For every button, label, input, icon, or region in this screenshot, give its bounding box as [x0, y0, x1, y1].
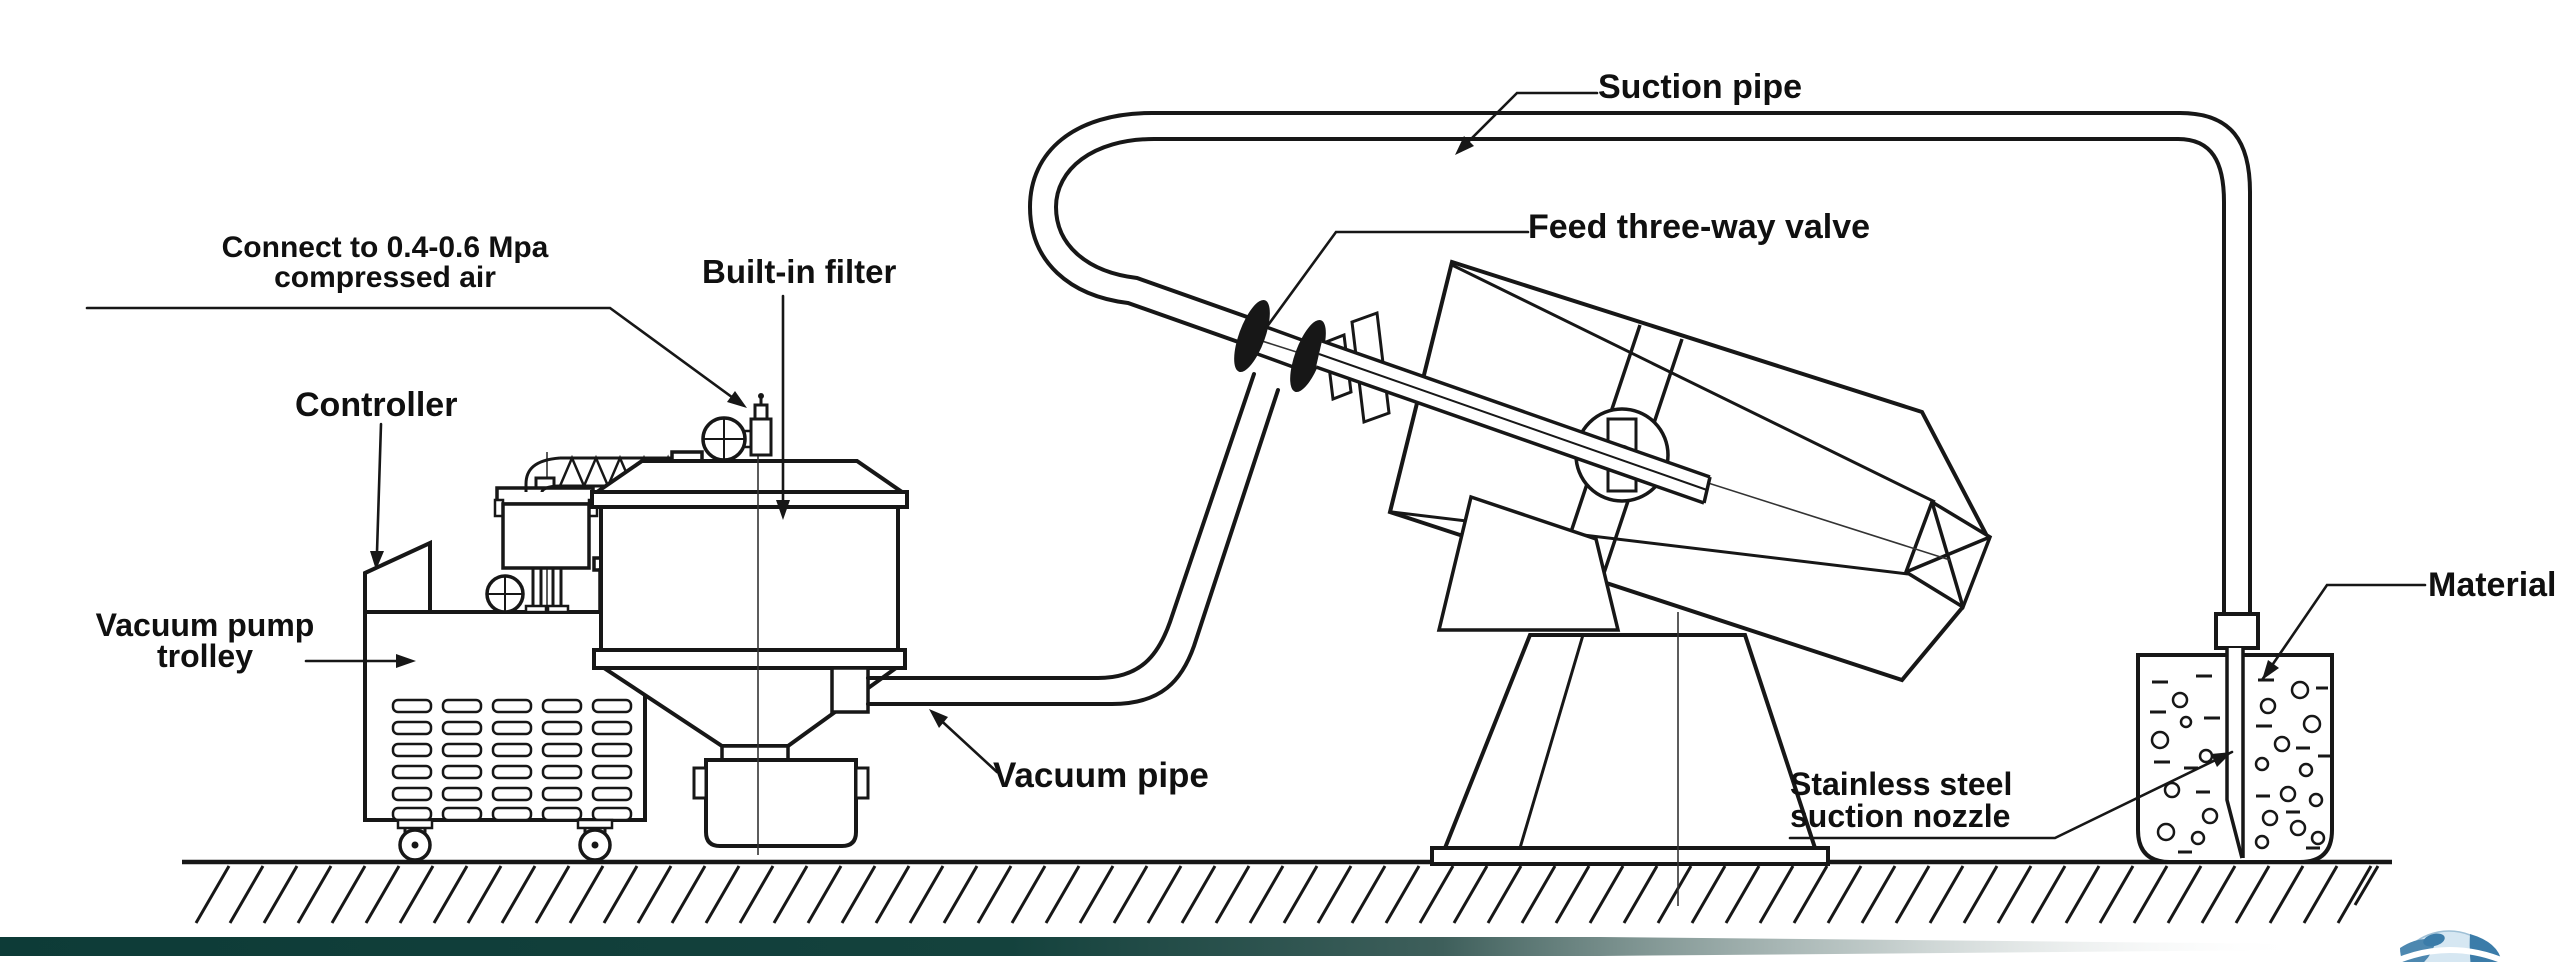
- feed-lance-inner-line: [1318, 353, 1708, 491]
- label-controller: Controller: [295, 386, 458, 424]
- suction-pipe-outer-right: [2178, 111, 2252, 616]
- suction-pipe: [1027, 111, 2260, 650]
- discharge-bucket: [704, 758, 858, 848]
- pipe-coupling: [2214, 612, 2260, 650]
- label-vacuum-pipe: Vacuum pipe: [993, 756, 1209, 795]
- receiver-lid-rim: [590, 490, 909, 509]
- receiver-hopper: [590, 393, 909, 855]
- vacuum-pipe-top-line: [866, 372, 1256, 680]
- tank-lid: [495, 486, 595, 506]
- material-granules: [2150, 680, 2326, 850]
- arrowhead-built-in-filter: [776, 500, 790, 520]
- receiver-neck: [720, 744, 790, 762]
- label-compressed-air-line2: compressed air: [274, 261, 496, 294]
- ground: [182, 859, 2392, 924]
- receiver-bottom-rim: [592, 648, 907, 670]
- label-suction-nozzle-line2: suction nozzle: [1790, 798, 2011, 834]
- leader-suction-pipe: [1460, 91, 1599, 150]
- caster-wheels: [396, 818, 614, 862]
- bottom-accent-bar: [0, 937, 2404, 956]
- arrowhead-material: [2262, 660, 2279, 680]
- stand-bracket: [1436, 494, 1621, 632]
- vacuum-pump-trolley: [363, 539, 647, 862]
- stand-base-plate: [1430, 846, 1830, 866]
- label-vacuum-pump-trolley-line1: Vacuum pump: [95, 607, 315, 643]
- pump-tank: [493, 450, 704, 614]
- receiver-body: [599, 505, 900, 652]
- pressure-gauge-trolley: [485, 574, 525, 614]
- tank-body: [501, 502, 591, 570]
- vacuum-pipe-cap: [830, 666, 870, 714]
- label-suction-nozzle-line1: Stainless steel: [1790, 766, 2013, 802]
- label-built-in-filter: Built-in filter: [702, 253, 897, 290]
- compressed-air-fitting: [749, 393, 773, 457]
- label-compressed-air-line1: Connect to 0.4-0.6 Mpa: [221, 231, 549, 264]
- feed-three-way-valve: [1234, 300, 1712, 505]
- globe-logo: [2392, 930, 2508, 962]
- bucket-handle-right: [854, 766, 870, 800]
- stand-inner-edge: [1518, 634, 1585, 849]
- suction-pipe-inner-left: [1053, 137, 2180, 320]
- label-compressed-air: Connect to 0.4-0.6 Mpa compressed air: [150, 233, 620, 293]
- pressure-gauge-receiver: [701, 416, 752, 462]
- arrowhead-compressed-air: [727, 391, 747, 408]
- leader-suction-nozzle: [1788, 750, 2234, 840]
- suction-nozzle-tube: [2225, 648, 2245, 859]
- label-feed-three-way-valve: Feed three-way valve: [1528, 208, 1871, 246]
- ground-hatch: [194, 865, 2380, 924]
- blender-stand: [1430, 494, 1830, 906]
- material-dashes: [2150, 674, 2330, 854]
- label-vacuum-pump-trolley-line2: trolley: [156, 638, 254, 674]
- arrowhead-trolley: [396, 654, 416, 668]
- arrowhead-vacuum-pipe: [929, 709, 948, 728]
- leader-feed-valve: [1264, 230, 1530, 330]
- leader-controller: [375, 422, 383, 554]
- label-material: Material: [2428, 566, 2557, 604]
- label-suction-nozzle: Stainless steel suction nozzle: [1790, 768, 2012, 832]
- arrowhead-controller: [370, 551, 384, 570]
- leader-compressed-air: [85, 306, 742, 405]
- valve-flange-2: [1290, 320, 1326, 392]
- leader-lines: [85, 91, 2427, 840]
- label-suction-pipe: Suction pipe: [1598, 68, 1802, 106]
- suction-pipe-inner-right: [2176, 137, 2226, 616]
- leader-material: [2260, 583, 2427, 682]
- arrowhead-suction-nozzle: [2211, 752, 2232, 767]
- vent-slots: [391, 698, 633, 822]
- receiver-lid: [590, 459, 909, 494]
- drum-fold-line-1: [1451, 263, 1936, 504]
- vacuum-pipe-bottom-line: [866, 388, 1280, 706]
- valve-flange-1: [1234, 300, 1270, 372]
- suction-pipe-outer-left: [1027, 111, 2182, 346]
- bucket-handle-left: [692, 766, 708, 800]
- arrowhead-suction-pipe: [1455, 136, 1474, 155]
- stand-pedestal: [1442, 633, 1818, 850]
- leader-vacuum-pipe: [932, 712, 999, 774]
- tank-legs: [524, 568, 570, 614]
- label-vacuum-pump-trolley: Vacuum pump trolley: [55, 607, 355, 674]
- vacuum-pipe: [830, 372, 1280, 714]
